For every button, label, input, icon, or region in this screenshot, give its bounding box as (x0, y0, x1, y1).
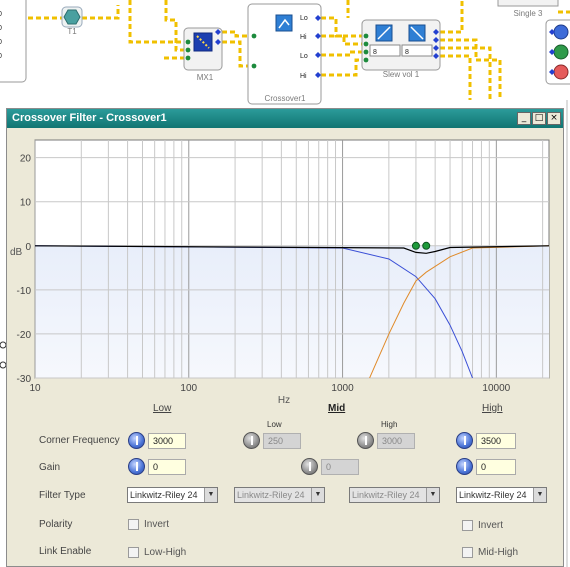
mid-high-filter-type-select: Linkwitz-Riley 24 ▼ (349, 487, 440, 503)
y-tick-label: 0 (25, 242, 31, 253)
mid-low-filter-type-value: Linkwitz-Riley 24 (237, 490, 305, 500)
high-filter-type-value: Linkwitz-Riley 24 (459, 490, 527, 500)
crossover-filter-dialog: Crossover Filter - Crossover1 _ □ × 20 10… (6, 108, 564, 567)
block-slew-vol1[interactable]: 8 8 Slew vol 1 (361, 19, 441, 79)
band-low-link[interactable]: Low (153, 403, 172, 414)
y-tick-label: 20 (20, 154, 32, 165)
low-filter-type-value: Linkwitz-Riley 24 (130, 490, 198, 500)
dialog-title: Crossover Filter - Crossover1 (12, 112, 167, 124)
close-button[interactable]: × (547, 112, 561, 125)
crossover-handle-2[interactable] (422, 241, 431, 250)
x-tick-label: 10000 (482, 383, 510, 394)
gain-label: Gain (39, 462, 61, 473)
filter-type-label: Filter Type (39, 490, 86, 501)
block-t1[interactable]: T1 (61, 6, 83, 36)
x-tick-label: 100 (180, 383, 197, 394)
mid-low-filter-type-select: Linkwitz-Riley 24 ▼ (234, 487, 325, 503)
y-axis-label: dB (10, 247, 23, 258)
high-invert-label: Invert (478, 520, 504, 531)
wires (28, 0, 570, 100)
y-tick-label: 10 (20, 198, 32, 209)
left-number-3: 0 (0, 39, 2, 46)
high-corner-input[interactable]: 3500 (476, 433, 516, 449)
block-single3[interactable]: Single 3 (497, 0, 559, 18)
mid-high-header: High (381, 420, 398, 429)
plot-shade (35, 245, 549, 378)
crossover-port-4: Hi (300, 73, 307, 80)
y-tick-label: -20 (17, 330, 32, 341)
low-corner-input[interactable]: 3000 (148, 433, 186, 449)
link-enable-label: Link Enable (39, 546, 92, 557)
series-line-3 (35, 245, 549, 254)
left-number-2: 0 (0, 25, 2, 32)
link-mid-high-checkbox[interactable] (462, 547, 473, 558)
high-gain-knob-icon[interactable] (456, 458, 473, 475)
block-right-knobs[interactable] (545, 19, 570, 85)
left-number-1: 0 (0, 11, 2, 18)
chevron-down-icon[interactable]: ▼ (204, 488, 217, 502)
corner-frequency-label: Corner Frequency (39, 435, 120, 446)
link-low-high-label: Low-High (144, 547, 187, 558)
dialog-titlebar[interactable]: Crossover Filter - Crossover1 (7, 109, 563, 128)
low-corner-knob-icon[interactable] (128, 432, 145, 449)
y-tick-label: -30 (17, 374, 32, 385)
mid-low-corner-knob-icon (243, 432, 260, 449)
low-gain-knob-icon[interactable] (128, 458, 145, 475)
x-tick-label: 1000 (331, 383, 354, 394)
slew-value-2: 8 (405, 49, 409, 56)
mid-high-corner-knob-icon (357, 432, 374, 449)
chevron-down-icon: ▼ (311, 488, 324, 502)
slew-label: Slew vol 1 (383, 70, 420, 79)
chevron-down-icon: ▼ (426, 488, 439, 502)
high-filter-type-select[interactable]: Linkwitz-Riley 24 ▼ (456, 487, 547, 503)
link-low-high-checkbox[interactable] (128, 547, 139, 558)
mx1-label: MX1 (197, 73, 214, 82)
polarity-label: Polarity (39, 519, 73, 530)
y-tick-label: -10 (17, 286, 32, 297)
link-mid-high-label: Mid-High (478, 547, 519, 558)
mid-high-filter-type-value: Linkwitz-Riley 24 (352, 490, 420, 500)
left-block[interactable] (0, 0, 27, 83)
crossover-port-2: Hi (300, 34, 307, 41)
block-mx1[interactable]: MX1 (183, 27, 223, 82)
low-invert-label: Invert (144, 519, 170, 530)
high-invert-checkbox[interactable] (462, 520, 473, 531)
x-axis-label: Hz (278, 395, 290, 406)
crossover-port-3: Lo (300, 53, 308, 60)
series-line-1 (35, 245, 473, 378)
minimize-button[interactable]: _ (517, 112, 531, 125)
mid-gain-knob-icon (301, 458, 318, 475)
crossover-label: Crossover1 (265, 94, 306, 103)
block-crossover1[interactable]: Lo Hi Lo Hi Crossover1 (247, 3, 322, 105)
high-corner-knob-icon[interactable] (456, 432, 473, 449)
mid-low-corner-input: 250 (263, 433, 301, 449)
x-tick-label: 10 (29, 383, 41, 394)
mid-low-header: Low (267, 420, 282, 429)
mid-high-corner-input: 3000 (377, 433, 415, 449)
maximize-button[interactable]: □ (532, 112, 546, 125)
high-gain-input[interactable]: 0 (476, 459, 516, 475)
crossover-handle-1[interactable] (411, 241, 420, 250)
mid-gain-input: 0 (321, 459, 359, 475)
series-line-2 (369, 245, 549, 378)
single3-label: Single 3 (514, 9, 543, 18)
left-number-4: 0 (0, 53, 2, 60)
crossover-port-1: Lo (300, 15, 308, 22)
band-high-link[interactable]: High (482, 403, 503, 414)
slew-value-1: 8 (373, 49, 377, 56)
chevron-down-icon[interactable]: ▼ (533, 488, 546, 502)
low-gain-input[interactable]: 0 (148, 459, 186, 475)
t1-label: T1 (67, 27, 77, 36)
low-filter-type-select[interactable]: Linkwitz-Riley 24 ▼ (127, 487, 218, 503)
low-invert-checkbox[interactable] (128, 519, 139, 530)
band-mid-link[interactable]: Mid (328, 403, 346, 414)
